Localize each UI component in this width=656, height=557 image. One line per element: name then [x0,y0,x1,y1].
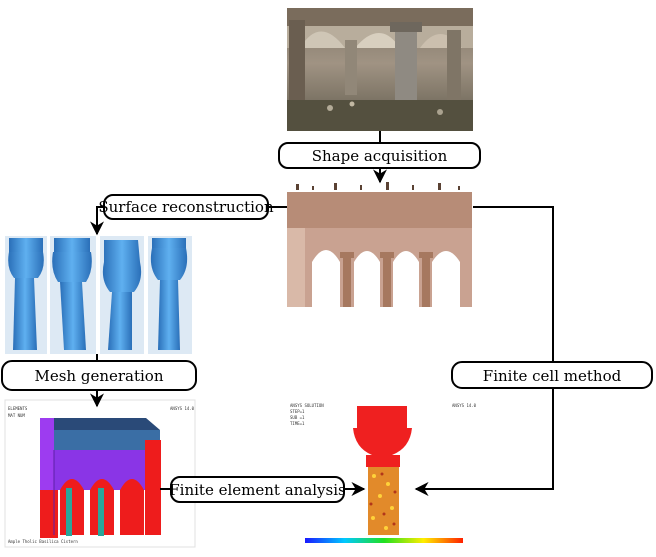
mesh-generation-label: Mesh generation [34,367,163,385]
reconstructed-columns [5,236,192,354]
column-3 [100,236,144,354]
flow-connectors [90,131,554,496]
surface-reconstruction-box: Surface reconstruction [98,194,274,220]
finite-cell-method-label: Finite cell method [483,367,622,385]
mesh-generation-box: Mesh generation [1,360,197,391]
finite-element-analysis-box: Finite element analysis [169,476,346,503]
column-2 [50,236,96,354]
svg-text:SUB =1: SUB =1 [290,415,305,420]
svg-text:ELEMENTS: ELEMENTS [8,406,28,411]
surface-reconstruction-label: Surface reconstruction [98,198,274,216]
finite-cell-result: ANSYS SOLUTION STEP=1 SUB =1 TIME=1 ANSY… [290,403,477,543]
shape-acquisition-label: Shape acquisition [312,147,448,165]
finite-element-mesh: ELEMENTS MAT NUM ANSYS 14.0 Ample Tholic… [4,399,196,548]
svg-text:ANSYS SOLUTION: ANSYS SOLUTION [290,403,324,408]
point-cloud-facade [287,180,472,307]
svg-text:ANSYS 14.0: ANSYS 14.0 [170,406,195,411]
svg-text:Ample Tholic Basilica Cistern: Ample Tholic Basilica Cistern [8,539,78,544]
finite-element-analysis-label: Finite element analysis [169,481,345,499]
svg-text:ANSYS 14.0: ANSYS 14.0 [452,403,477,408]
svg-text:TIME=1: TIME=1 [290,421,305,426]
shape-acquisition-box: Shape acquisition [278,142,481,169]
column-1 [5,236,47,354]
finite-cell-method-box: Finite cell method [451,361,653,389]
svg-text:STEP=1: STEP=1 [290,409,305,414]
arches-photo [287,8,473,131]
svg-text:MAT NUM: MAT NUM [8,413,25,418]
column-4 [148,236,192,354]
